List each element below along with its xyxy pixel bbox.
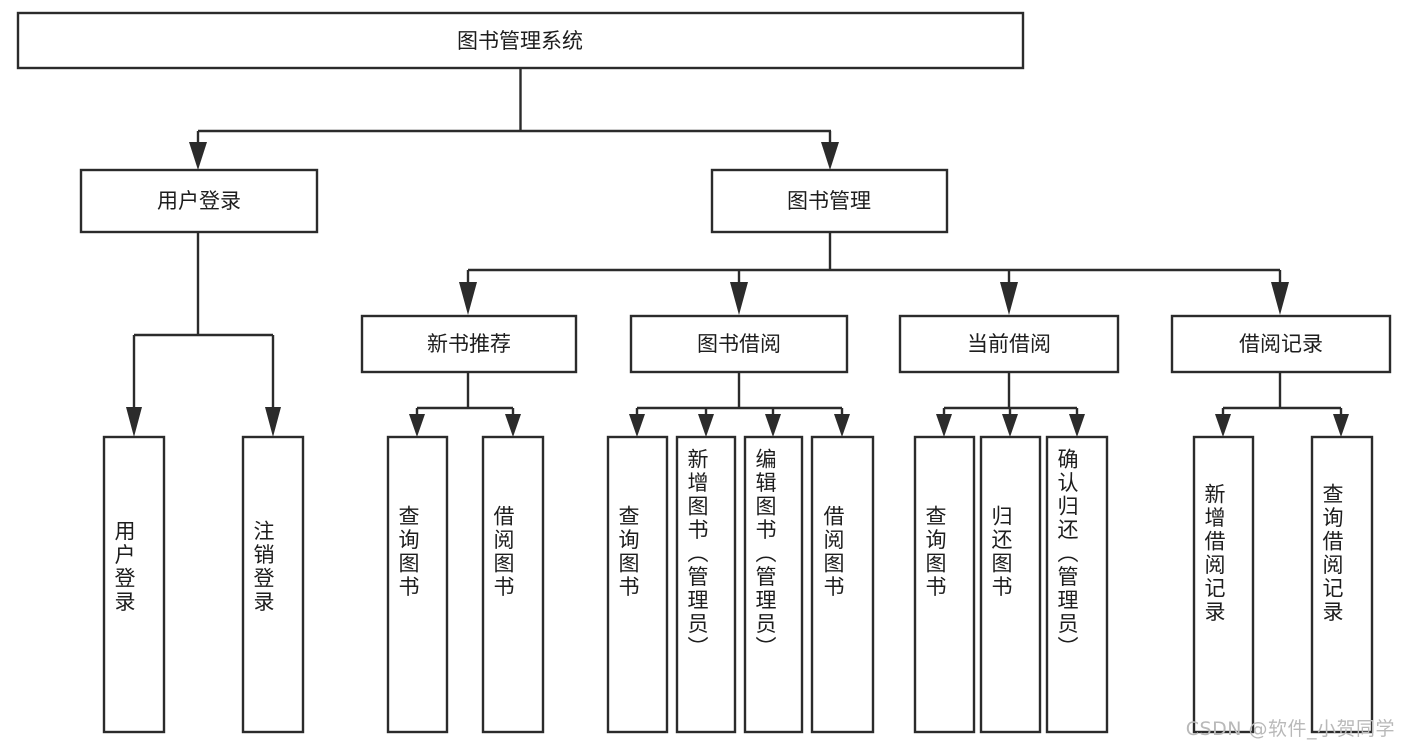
node-leaf-query-book-1[interactable]	[386, 435, 449, 734]
arrow-leaf-borrow-book-1	[505, 414, 521, 437]
arrow-to-borrow	[730, 282, 748, 315]
arrow-to-bookmgmt	[821, 142, 839, 170]
node-root-label: 图书管理系统	[457, 29, 583, 53]
arrow-leaf-query-record	[1333, 414, 1349, 437]
node-leaf-borrow-book-2[interactable]	[810, 435, 875, 734]
node-bookmgmt-label: 图书管理	[787, 189, 871, 213]
node-records[interactable]	[1170, 314, 1392, 374]
node-borrow-label: 图书借阅	[697, 332, 781, 356]
arrow-leaf-confirm-return	[1069, 414, 1085, 437]
node-newbook-label: 新书推荐	[427, 332, 511, 356]
node-leaf-query-book-3[interactable]	[913, 435, 976, 734]
arrow-to-records	[1271, 282, 1289, 315]
arrow-to-newbook	[459, 282, 477, 315]
arrow-leaf-edit-book	[765, 414, 781, 437]
node-newbook[interactable]	[360, 314, 578, 374]
node-leaf-user-login[interactable]	[102, 435, 166, 734]
node-leaf-confirm-return[interactable]	[1045, 435, 1109, 734]
node-current-label: 当前借阅	[967, 332, 1051, 356]
node-leaf-return-book[interactable]	[979, 435, 1042, 734]
arrow-leaf-query-book-3	[936, 414, 952, 437]
node-leaf-borrow-book-1[interactable]	[481, 435, 545, 734]
node-root[interactable]	[16, 11, 1025, 70]
node-records-label: 借阅记录	[1239, 332, 1323, 356]
arrow-leaf-query-book-1	[409, 414, 425, 437]
node-leaf-edit-book[interactable]	[743, 435, 804, 734]
node-leaf-add-record[interactable]	[1192, 435, 1255, 734]
node-bookmgmt[interactable]	[710, 168, 949, 234]
arrow-leaf-borrow-book-2	[834, 414, 850, 437]
arrow-to-login	[189, 142, 207, 170]
node-leaf-add-book[interactable]	[675, 435, 737, 734]
node-leaf-query-record[interactable]	[1310, 435, 1374, 734]
connector-layer	[126, 68, 1349, 437]
node-layer: 图书管理系统 用户登录 图书管理 新书推荐 图书借阅 当前借阅 借阅记录	[16, 11, 1392, 734]
arrow-leaf-add-book	[698, 414, 714, 437]
arrow-leaf-add-record	[1215, 414, 1231, 437]
arrow-leaf-query-book-2	[629, 414, 645, 437]
node-leaf-logout[interactable]	[241, 435, 305, 734]
arrow-leaf-user-login	[126, 407, 142, 437]
node-borrow[interactable]	[629, 314, 849, 374]
arrow-leaf-logout	[265, 407, 281, 437]
watermark-text: CSDN @软件_小贺同学	[1185, 718, 1395, 740]
node-current[interactable]	[898, 314, 1120, 374]
node-login[interactable]	[79, 168, 319, 234]
arrow-leaf-return-book	[1002, 414, 1018, 437]
arrow-to-current	[1000, 282, 1018, 315]
node-leaf-query-book-2[interactable]	[606, 435, 669, 734]
node-login-label: 用户登录	[157, 189, 241, 213]
